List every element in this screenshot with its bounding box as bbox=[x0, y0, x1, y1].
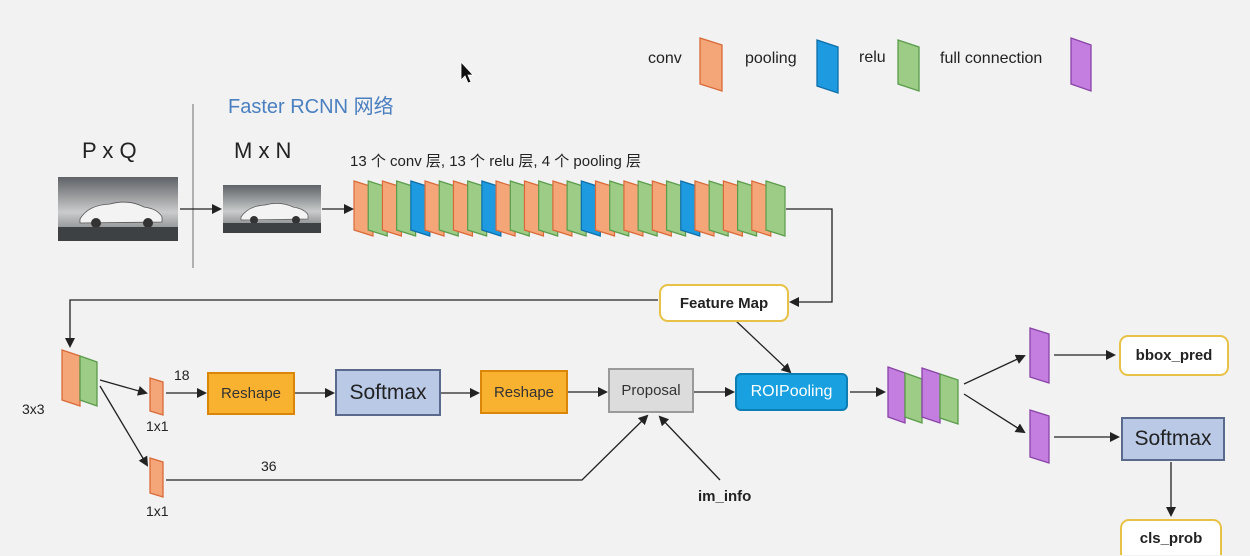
channels-36-label: 36 bbox=[261, 458, 277, 474]
arrow-rpn-to-reg-branch bbox=[99, 385, 149, 467]
kernel-1x1-top-label: 1x1 bbox=[146, 418, 169, 434]
mxn-label: M x N bbox=[234, 138, 292, 163]
relu-slab-2 bbox=[939, 373, 959, 425]
legend-relu-swatch bbox=[897, 39, 920, 92]
kernel-3x3-label: 3x3 bbox=[22, 401, 45, 417]
legend-pooling-swatch bbox=[816, 39, 839, 94]
legend-fc-swatch bbox=[1070, 37, 1092, 92]
reg-1x1-slab bbox=[149, 457, 164, 498]
fc-slab-1 bbox=[887, 366, 906, 424]
diagram-title: Faster RCNN 网络 bbox=[228, 96, 394, 118]
arrow-conv-to-featuremap bbox=[786, 208, 833, 307]
pxq-label: P x Q bbox=[82, 138, 137, 163]
arrow-rpn-to-cls-branch bbox=[99, 379, 148, 396]
legend-conv-swatch bbox=[699, 37, 723, 92]
arrow-reg-to-proposal bbox=[166, 414, 649, 481]
arrow-iminfo-to-proposal bbox=[658, 415, 721, 481]
fc-slab-2 bbox=[921, 367, 941, 424]
mouse-cursor-icon bbox=[460, 60, 474, 84]
input-image-mxn bbox=[223, 185, 321, 233]
rpn-conv-slab bbox=[61, 349, 81, 407]
legend-fc-label: full connection bbox=[940, 50, 1043, 67]
proposal-box: Proposal bbox=[608, 368, 694, 413]
backbone-relu-slab bbox=[765, 180, 786, 237]
reshape-box-2: Reshape bbox=[480, 370, 568, 414]
roipooling-box: ROIPooling bbox=[735, 373, 848, 411]
conv-layer-stack bbox=[353, 180, 786, 237]
softmax-box-cls: Softmax bbox=[1121, 417, 1225, 461]
arrow-fc-to-cls-branch bbox=[963, 393, 1026, 434]
bbox-pred-box: bbox_pred bbox=[1119, 335, 1229, 376]
im-info-label: im_info bbox=[698, 488, 752, 505]
reshape-box-1: Reshape bbox=[207, 372, 295, 415]
legend-conv-label: conv bbox=[648, 50, 682, 67]
arrow-fc-to-bbox-branch bbox=[963, 354, 1026, 385]
softmax-box-rpn: Softmax bbox=[335, 369, 441, 416]
legend-relu-label: relu bbox=[859, 49, 886, 66]
cls-fc-slab bbox=[1029, 409, 1050, 464]
kernel-1x1-bottom-label: 1x1 bbox=[146, 503, 169, 519]
channels-18-label: 18 bbox=[174, 367, 190, 383]
arrow-featuremap-to-roipooling bbox=[734, 319, 792, 374]
input-image-pxq bbox=[58, 177, 178, 241]
legend-pooling-label: pooling bbox=[745, 50, 797, 67]
cls-1x1-slab bbox=[149, 377, 164, 416]
bbox-fc-slab bbox=[1029, 327, 1050, 384]
rpn-relu-slab bbox=[79, 355, 98, 407]
layers-caption: 13 个 conv 层, 13 个 relu 层, 4 个 pooling 层 bbox=[350, 153, 641, 170]
cls-prob-box: cls_prob bbox=[1120, 519, 1222, 555]
relu-slab-1 bbox=[904, 372, 923, 424]
arrow-featuremap-to-rpn bbox=[65, 299, 658, 348]
feature-map-box: Feature Map bbox=[659, 284, 789, 322]
